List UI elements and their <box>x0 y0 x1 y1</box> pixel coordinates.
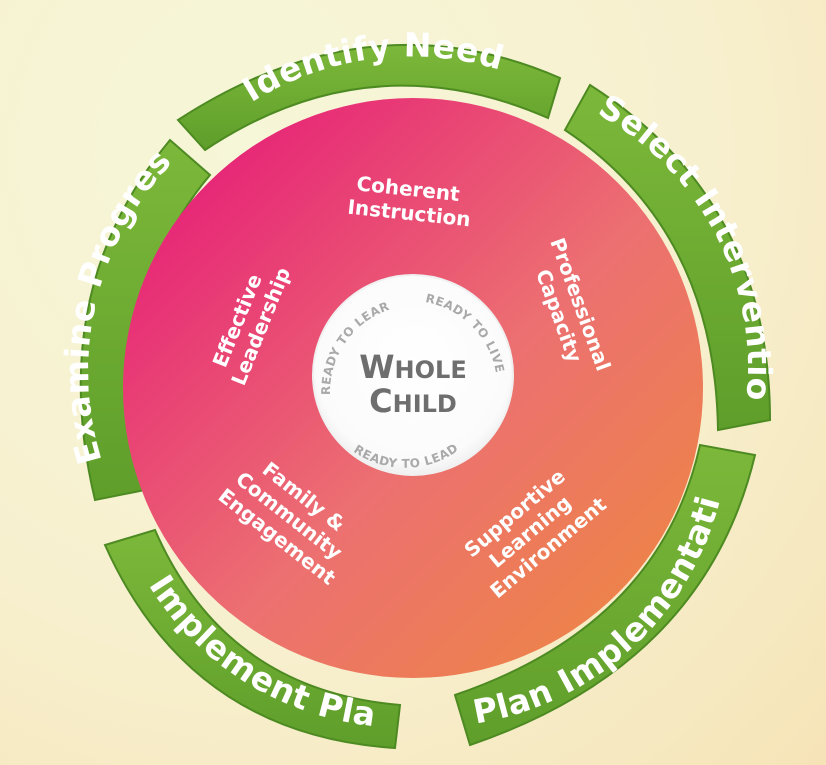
whole-child-title: WHOLE CHILD <box>359 348 466 420</box>
arrow-segment-implement-plan <box>103 528 402 750</box>
whole-word: WHOLE <box>359 348 466 386</box>
label-identify-needs: Identify Needs <box>0 0 508 109</box>
whole-child-center <box>312 274 514 476</box>
child-word: CHILD <box>369 382 457 420</box>
arrow-segment-plan-implementation <box>453 443 757 747</box>
arrow-segment-identify-needs <box>176 43 562 152</box>
arrow-segment-select-interventions <box>563 83 772 432</box>
cycle-ring <box>79 43 772 750</box>
